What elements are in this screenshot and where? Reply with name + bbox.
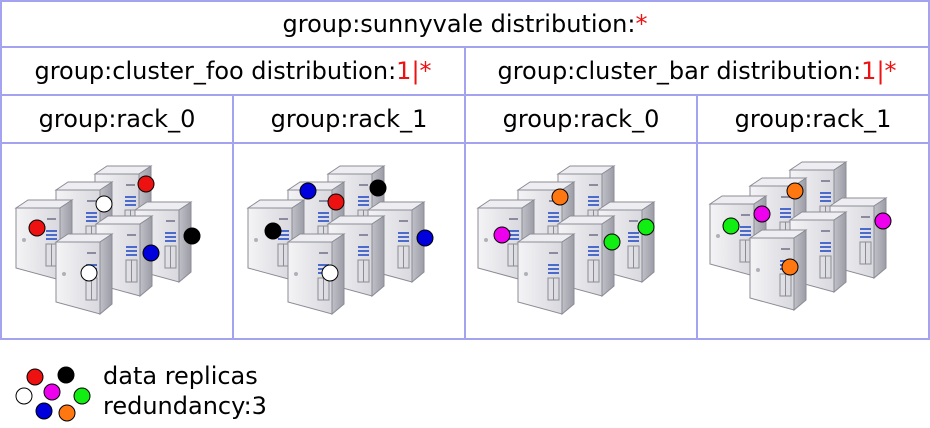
replica-magenta <box>493 226 511 244</box>
legend-replica-red <box>26 368 44 386</box>
cluster-bar-label: group:cluster_bar distribution: <box>497 57 862 85</box>
rack-header-foo-1: group:rack_1 <box>232 94 466 144</box>
sunnyvale-distribution: * <box>635 10 648 38</box>
rack-label: group:rack_0 <box>502 105 660 133</box>
legend-replica-white <box>15 387 33 405</box>
replica-white <box>95 195 113 213</box>
server-group-foo-rack1 <box>247 165 425 315</box>
replica-white <box>321 264 339 282</box>
rack-label: group:rack_1 <box>734 105 892 133</box>
replica-red <box>327 193 345 211</box>
replica-magenta <box>874 212 892 230</box>
legend-replica-black <box>57 366 75 384</box>
replica-green <box>722 217 740 235</box>
cluster-bar-header: group:cluster_bar distribution:1|* <box>464 46 930 96</box>
replica-black <box>264 222 282 240</box>
legend-replica-magenta <box>43 383 61 401</box>
replica-orange <box>786 182 804 200</box>
legend-replica-orange <box>58 404 76 422</box>
legend-replica-blue <box>35 402 53 420</box>
replica-black <box>183 227 201 245</box>
sunnyvale-label: group:sunnyvale distribution: <box>282 10 636 38</box>
replica-black <box>369 179 387 197</box>
cluster-bar-distribution: 1|* <box>861 57 897 85</box>
legend-text: data replicas redundancy:3 <box>103 361 267 421</box>
rack-servers-bar-1 <box>696 142 930 340</box>
cluster-foo-label: group:cluster_foo distribution: <box>34 57 397 85</box>
cluster-foo-distribution: 1|* <box>396 57 432 85</box>
replica-orange <box>551 188 569 206</box>
rack-label: group:rack_0 <box>38 105 196 133</box>
legend-dots <box>15 366 91 422</box>
replica-magenta <box>753 205 771 223</box>
legend-redundancy: redundancy:3 <box>103 392 267 420</box>
replica-orange <box>781 258 799 276</box>
replica-blue <box>142 244 160 262</box>
legend-replica-green <box>73 387 91 405</box>
rack-label: group:rack_1 <box>270 105 428 133</box>
replica-green <box>603 233 621 251</box>
replica-red <box>137 175 155 193</box>
cluster-foo-header: group:cluster_foo distribution:1|* <box>0 46 466 96</box>
replica-white <box>80 264 98 282</box>
replica-green <box>637 218 655 236</box>
replica-blue <box>416 229 434 247</box>
replica-blue <box>299 182 317 200</box>
legend-data-replicas: data replicas <box>103 362 258 390</box>
replica-red <box>28 219 46 237</box>
server-group-foo-rack0 <box>15 165 192 315</box>
